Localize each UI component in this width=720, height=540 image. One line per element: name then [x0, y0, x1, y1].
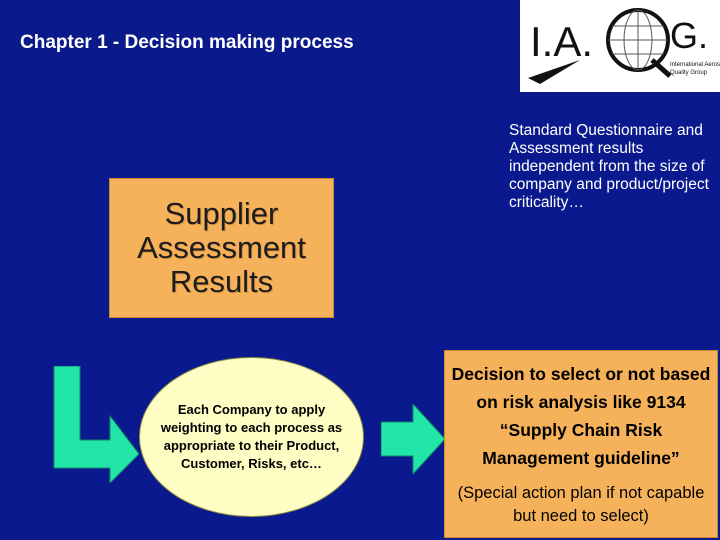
iaqg-logo: I.A. G. International Aerospace Quality …: [520, 0, 720, 92]
right-arrow-icon: [381, 404, 445, 474]
slide-title: Chapter 1 - Decision making process: [20, 32, 354, 53]
weighting-ellipse: Each Company to apply weighting to each …: [139, 357, 364, 517]
supplier-assessment-box: Supplier Assessment Results: [109, 178, 334, 318]
logo-subtext-1: International Aerospace: [670, 62, 720, 68]
supplier-assessment-text: Supplier Assessment Results: [137, 196, 306, 299]
iaqg-logo-icon: I.A. G. International Aerospace Quality …: [520, 0, 720, 92]
svg-text:G.: G.: [670, 15, 708, 56]
decision-main-text: Decision to select or not based on risk …: [451, 364, 711, 468]
weighting-text: Each Company to apply weighting to each …: [160, 402, 343, 471]
logo-subtext-2: Quality Group: [670, 70, 708, 76]
standard-questionnaire-note: Standard Questionnaire and Assessment re…: [509, 122, 709, 211]
decision-box: Decision to select or not based on risk …: [444, 350, 718, 538]
logo-letters: I.A.: [530, 18, 593, 65]
l-shaped-arrow-icon: [53, 366, 139, 483]
decision-sub-text: (Special action plan if not capable but …: [457, 484, 705, 525]
